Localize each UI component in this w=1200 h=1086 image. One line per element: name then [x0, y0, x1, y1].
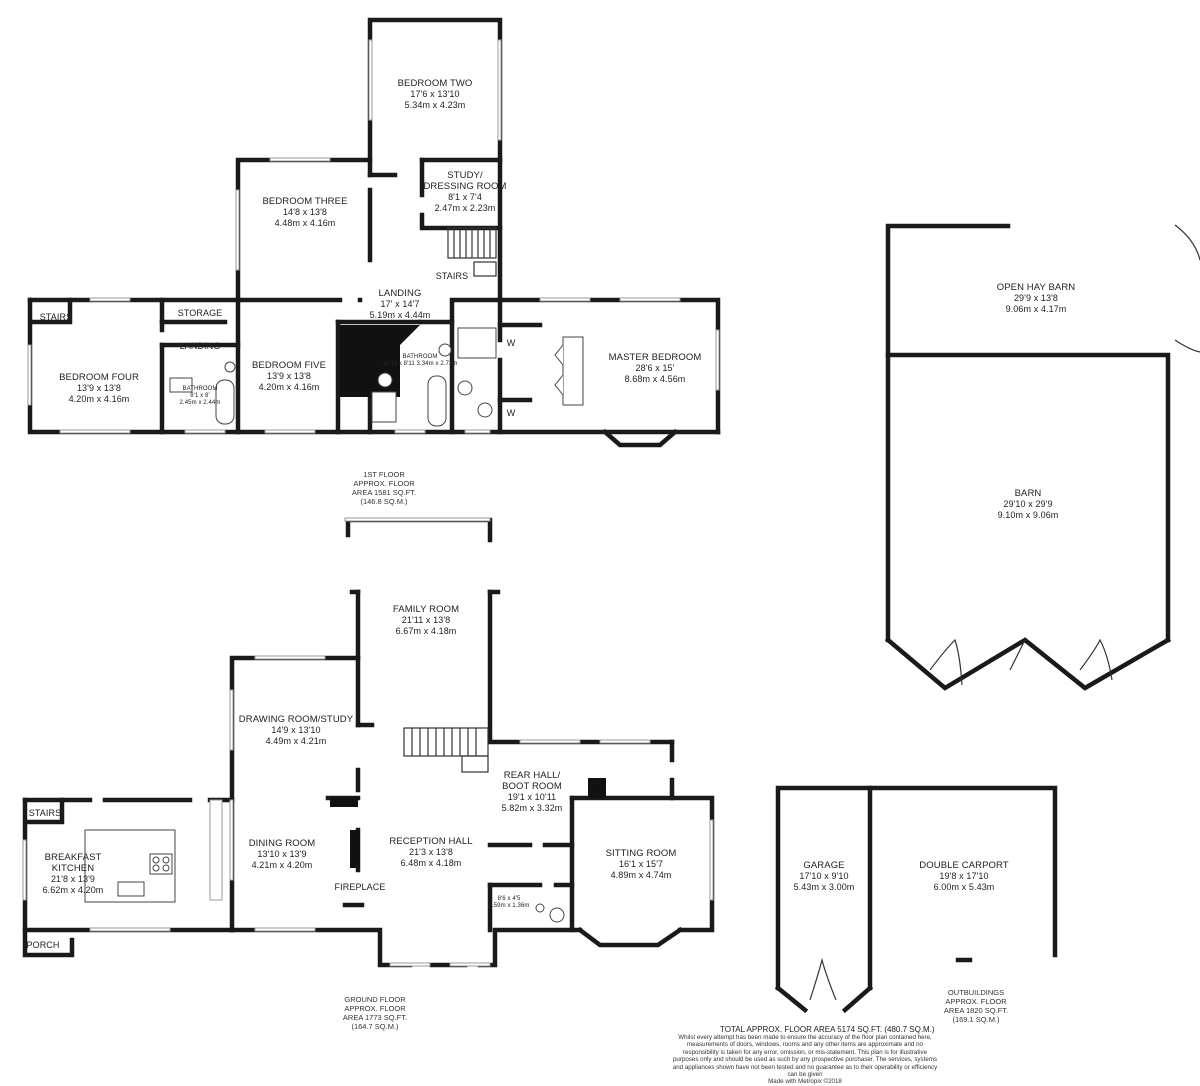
first-floor-walls — [27, 17, 721, 448]
barn-doors — [809, 224, 1200, 1001]
ground-floor-windows — [22, 517, 714, 967]
label-porch: PORCH — [26, 940, 60, 950]
label-stairs-ground: STAIRS — [28, 808, 62, 818]
label-wardrobe-1: W — [506, 338, 516, 348]
label-fireplace: FIREPLACE — [334, 882, 386, 892]
label-stairs-first: STAIRS — [435, 271, 469, 281]
first-floor-fixtures — [169, 327, 584, 427]
ground-floor-staircase — [403, 727, 489, 773]
label-storage: STORAGE — [177, 308, 223, 318]
total-floor-area: TOTAL APPROX. FLOOR AREA 5174 SQ.FT. (48… — [720, 1025, 935, 1034]
label-landing-small: LANDING — [179, 341, 221, 351]
kitchen-island — [84, 829, 176, 903]
first-floor-staircase — [447, 227, 497, 277]
disclaimer: Whilst every attempt has been made to en… — [672, 1034, 938, 1086]
label-stairs-first-left: STAIRS — [39, 312, 73, 322]
first-floor-windows — [27, 39, 720, 434]
label-wardrobe-2: W — [506, 408, 516, 418]
credit: Made with Metropix ©2018 — [768, 1078, 842, 1086]
cloakroom-fixtures — [535, 903, 565, 923]
